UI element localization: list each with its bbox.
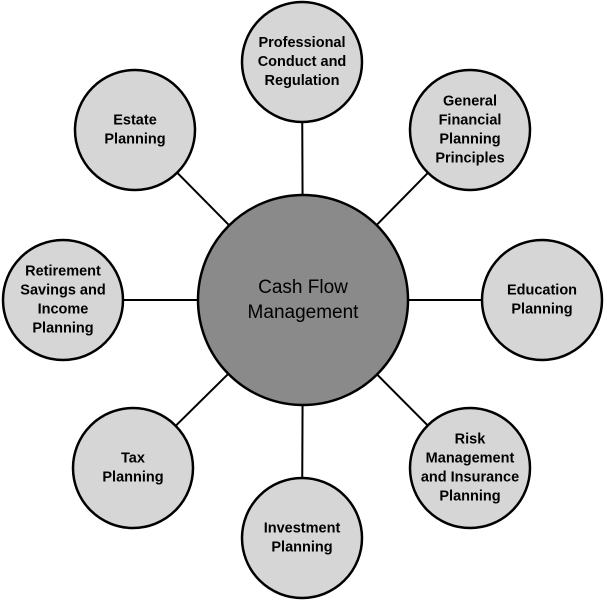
label-line: Planning: [32, 321, 93, 337]
label-line: Planning: [102, 470, 163, 486]
label-line: Management: [426, 451, 515, 467]
label-line: Conduct and: [258, 54, 347, 70]
label-line: General: [443, 94, 497, 110]
node-circle: [408, 406, 532, 530]
label-line: Management: [248, 302, 360, 323]
label-line: Planning: [439, 132, 500, 148]
label-line: Planning: [511, 302, 572, 318]
connector-line-estate-planning: [176, 171, 230, 227]
label-line: Savings and: [20, 283, 105, 299]
label-line: and Insurance: [421, 470, 519, 486]
label-line: Planning: [439, 489, 500, 505]
label-line: Retirement: [25, 264, 101, 280]
node-circle: [408, 68, 532, 192]
label-line: Estate: [113, 113, 157, 129]
connector-line-risk-management: [376, 373, 429, 427]
node-circle: [480, 238, 604, 362]
label-line: Income: [38, 302, 89, 318]
label-line: Risk: [455, 432, 487, 448]
center-circle: [196, 193, 410, 407]
label-line: Planning: [104, 132, 165, 148]
label-line: Planning: [271, 540, 332, 556]
connector-line-tax-planning: [174, 373, 230, 427]
connectors: [123, 121, 482, 479]
node-circle: [71, 406, 195, 530]
node-circle: [240, 0, 364, 124]
node-circle: [1, 238, 125, 362]
connector-line-general-financial-planning: [375, 172, 429, 226]
node-circle: [73, 68, 197, 192]
label-line: Professional: [258, 35, 345, 51]
label-line: Financial: [439, 113, 502, 129]
label-line: Principles: [435, 151, 504, 167]
label-line: Cash Flow: [258, 277, 348, 298]
label-line: Investment: [264, 521, 341, 537]
label-line: Tax: [121, 451, 145, 467]
label-line: Education: [507, 283, 577, 299]
node-circle: [240, 476, 364, 600]
label-line: Regulation: [265, 73, 340, 89]
